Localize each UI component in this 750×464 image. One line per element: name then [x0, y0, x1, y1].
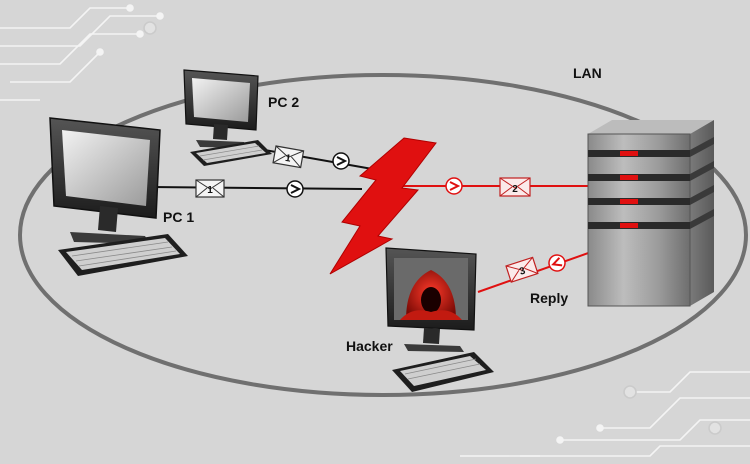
circuit-decoration-bottom-right	[460, 371, 750, 457]
arrow-marker-pc2	[332, 152, 350, 170]
envelope-number: 2	[512, 184, 518, 195]
envelope-number: 1	[207, 185, 213, 196]
circuit-decoration-top-left	[0, 4, 164, 101]
reply-label: Reply	[530, 290, 568, 306]
hacker-label: Hacker	[346, 338, 393, 354]
pc1-label: PC 1	[163, 209, 194, 225]
arrow-marker-reply	[548, 254, 566, 272]
lan-label: LAN	[573, 65, 602, 81]
envelope-pc2-message: 1	[272, 145, 305, 169]
lan-boundary	[18, 73, 748, 397]
envelope-number: 3	[518, 265, 527, 277]
arrow-marker-pc1	[286, 180, 304, 198]
pc2-computer-icon	[183, 69, 272, 166]
pc2-label: PC 2	[268, 94, 299, 110]
pc1-computer-icon	[49, 117, 188, 276]
arrow-marker-forwarded	[445, 177, 463, 195]
lightning-bolt-icon	[329, 137, 437, 275]
pc1-link	[149, 186, 363, 190]
envelope-reply-message: 3	[505, 256, 539, 283]
envelope-forwarded-message: 2	[499, 177, 531, 197]
hooded-hacker-icon	[385, 247, 494, 392]
envelope-number: 1	[284, 153, 292, 165]
server-tower-icon	[587, 120, 714, 307]
envelope-pc1-message: 1	[195, 179, 225, 198]
